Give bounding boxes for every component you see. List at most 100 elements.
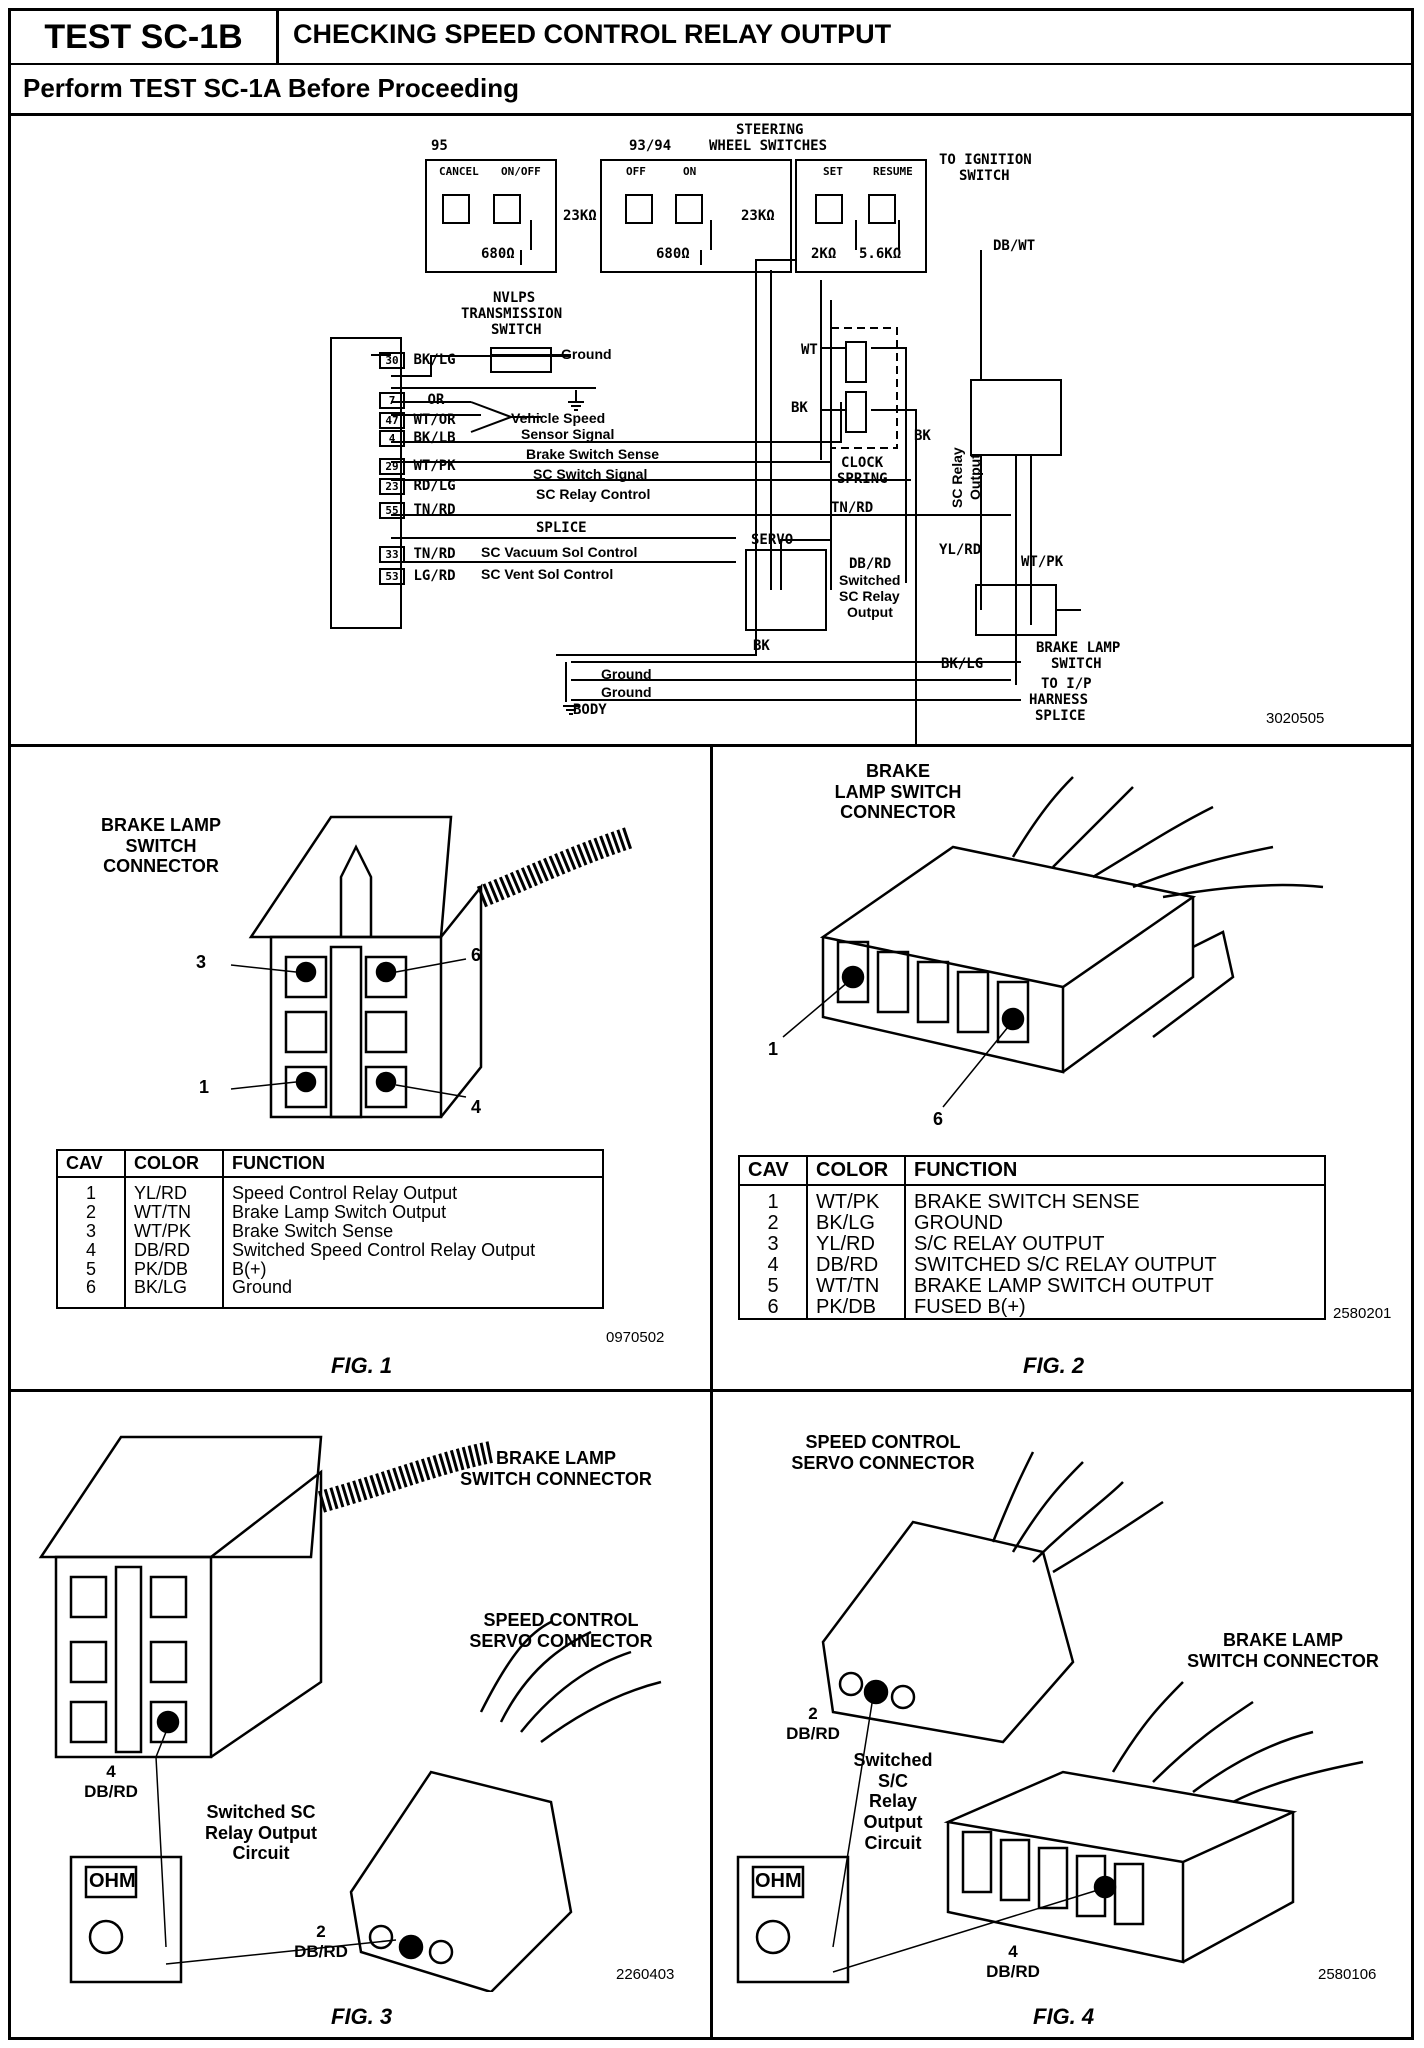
label-on: ON [683, 165, 697, 178]
fig3-pin4-dot [156, 1710, 180, 1734]
fig3-pin4-label: 4 DB/RD [84, 1762, 138, 1801]
label-sc-relay-control: SC Relay Control [536, 486, 651, 502]
fig4-servo-label: SPEED CONTROL SERVO CONNECTOR [791, 1432, 975, 1473]
fig4-brake-label: BRAKE LAMP SWITCH CONNECTOR [1187, 1630, 1379, 1671]
label-ignition-switch: SWITCH [959, 168, 1010, 184]
fig3-drawing [38, 1435, 662, 1992]
label-vss-1: Vehicle Speed [511, 410, 606, 426]
fig4-brake-wires [1111, 1681, 1364, 1804]
label-dbrd: DB/RD [849, 556, 892, 572]
fig1-callout-1: 1 [199, 1077, 210, 1097]
label-r2k: 2KΩ [811, 246, 837, 262]
fig4-brake-connector-face [946, 1822, 1185, 1964]
label-relay-output: Output [967, 454, 983, 500]
fig3-caption: FIG. 3 [331, 2004, 393, 2029]
label-bk-servo: BK [753, 638, 770, 654]
fig4-code: 2580106 [1318, 1966, 1377, 1983]
label-tnrd: TN/RD [831, 500, 874, 516]
fig3-servo-connector [349, 1770, 573, 1992]
fig1-title: BRAKE LAMP SWITCH CONNECTOR [71, 815, 251, 877]
fig4-servo-connector [821, 1520, 1075, 1744]
servo-box [745, 549, 827, 631]
label-output-2: Output [847, 604, 893, 620]
fig2-title-line1: BRAKE [865, 761, 930, 781]
fig4-meter-display: OHM [755, 1870, 802, 1892]
label-r680-a: 680Ω [481, 246, 515, 262]
fig1-callout-3: 3 [196, 952, 207, 972]
label-sc-relay: SC Relay [949, 447, 965, 508]
schematic-panel: 3020505 [11, 110, 1411, 795]
fig1-code: 0970502 [606, 1329, 665, 1346]
label-harness-splice: SPLICE [1035, 708, 1086, 724]
label-body: BODY [573, 702, 607, 718]
fig1-wire-bundle [476, 826, 635, 908]
label-harness: HARNESS [1029, 692, 1089, 708]
fig4-panel: SPEED CONTROL SERVO CONNECTOR BRAKE LAMP… [713, 1392, 1411, 2040]
fig1-pin3-dot [295, 961, 317, 983]
label-off: OFF [626, 165, 646, 178]
fig4-pin2-dot [863, 1679, 889, 1705]
fig4-ohmmeter [736, 1855, 850, 1984]
label-r23k-a: 23KΩ [563, 208, 597, 224]
label-resume: RESUME [873, 165, 913, 178]
pin-block [330, 337, 402, 629]
label-steering: STEERING [736, 122, 804, 138]
label-splice: SPLICE [536, 520, 587, 536]
label-ylrd: YL/RD [939, 542, 982, 558]
fig1-caption: FIG. 1 [331, 1353, 393, 1378]
fig2-code: 2580201 [1333, 1305, 1392, 1322]
label-ground-1: Ground [601, 666, 652, 682]
label-bklg: BK/LG [941, 656, 984, 672]
fig3-servo-label: SPEED CONTROL SERVO CONNECTOR [469, 1610, 653, 1651]
label-r23k-b: 23KΩ [741, 208, 775, 224]
label-95: 95 [431, 138, 448, 154]
fig2-title-line3: CONNECTOR [840, 802, 956, 823]
divider-vertical [710, 744, 713, 2040]
label-wt: WT [801, 342, 818, 358]
label-set: SET [823, 165, 843, 178]
fig2-callout-6: 6 [933, 1109, 944, 1129]
fig2-title-line2: LAMP SWITCH [834, 781, 962, 802]
label-sc-switch-signal: SC Switch Signal [533, 466, 648, 482]
fig3-circuit-label: Switched SC Relay Output Circuit [204, 1802, 317, 1864]
fig1-pin6-dot [375, 961, 397, 983]
prerequisite-row: Perform TEST SC-1A Before Proceeding [11, 63, 1411, 116]
label-brake-sense: Brake Switch Sense [526, 446, 660, 462]
label-dbwt: DB/WT [993, 238, 1036, 254]
fig3-panel: BRAKE LAMP SWITCH CONNECTOR SPEED CONTRO… [11, 1392, 710, 2040]
fig2-callout-1: 1 [768, 1039, 779, 1059]
label-nvlps: NVLPS [493, 290, 536, 306]
clock-spring [830, 327, 898, 449]
test-title: CHECKING SPEED CONTROL RELAY OUTPUT [293, 19, 892, 49]
fig1-connector-face [269, 935, 443, 1119]
fig4-pin2-label: 2 DB/RD [786, 1704, 840, 1743]
fig1-callout-4: 4 [471, 1097, 482, 1117]
label-ignition: TO IGNITION [939, 152, 1032, 168]
label-ground-2: Ground [601, 684, 652, 700]
fig3-wire-bundle [317, 1441, 494, 1513]
label-transmission: TRANSMISSION [461, 306, 563, 322]
fig3-code: 2260403 [616, 1966, 675, 1983]
label-r56k: 5.6KΩ [859, 246, 902, 262]
label-wtpk: WT/PK [1021, 554, 1064, 570]
test-id: TEST SC-1B [11, 11, 279, 63]
fig3-meter-display: OHM [89, 1870, 136, 1892]
label-bk: BK [791, 400, 808, 416]
fig3-pin2-label: 2 DB/RD [294, 1922, 348, 1961]
label-9394: 93/94 [629, 138, 672, 154]
label-vent: SC Vent Sol Control [481, 566, 614, 582]
fig2-connector-drawing [782, 776, 1324, 1108]
fig3-brake-connector-top [38, 1435, 323, 1559]
label-ground-tx: Ground [561, 346, 612, 362]
fig2-col-color: COLOR [807, 1156, 906, 1186]
fig2-table-header: CAV COLOR FUNCTION [739, 1156, 1325, 1186]
fig2-caption: FIG. 2 [1023, 1353, 1085, 1378]
label-brake-lamp: BRAKE LAMP [1036, 640, 1121, 656]
